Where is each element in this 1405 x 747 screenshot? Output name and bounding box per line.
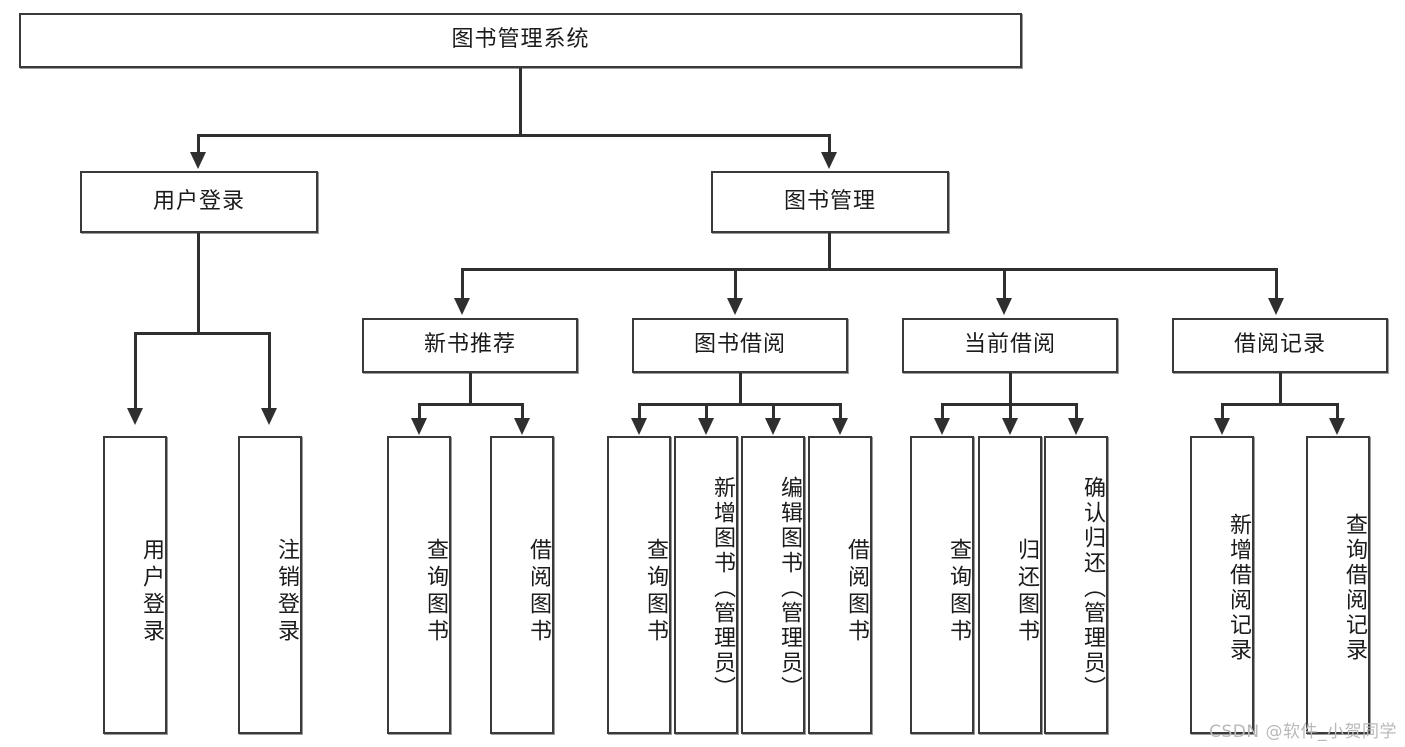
arrowhead-book-borrow-leaf-1 [698, 418, 714, 435]
node-label: 新书推荐 [423, 332, 516, 358]
edge-borrow-record-bus [1221, 403, 1339, 406]
arrowhead-book-borrow-leaf-2 [765, 418, 781, 435]
node-label: 借阅记录 [1233, 332, 1326, 358]
node-new-book-recommend[interactable]: 新书推荐 [362, 318, 578, 373]
node-label: 新增图书（管理员） [710, 475, 735, 701]
leaf-user-login-logout[interactable]: 注销登录 [238, 436, 302, 734]
arrowhead-book-borrow-leaf-3 [832, 418, 848, 435]
arrowhead-user-login-leaf-1 [261, 408, 277, 425]
edge-root-to-user-login [197, 134, 200, 156]
leaf-book-borrow-edit-book-admin[interactable]: 编辑图书（管理员） [741, 436, 805, 734]
edge-book-borrow-leaf-1 [705, 403, 708, 421]
edge-root-bus [197, 134, 831, 137]
edge-book-borrow-leaf-3 [839, 403, 842, 421]
edge-borrow-record-leaf-0 [1221, 403, 1224, 421]
arrowhead-current-borrow-leaf-1 [1002, 418, 1018, 435]
edge-book-borrow-leaf-2 [772, 403, 775, 421]
node-label: 注销登录 [274, 538, 299, 646]
leaf-book-borrow-query-book[interactable]: 查询图书 [607, 436, 671, 734]
arrowhead-borrow-record-leaf-1 [1329, 418, 1345, 435]
edge-current-borrow-leaf-2 [1075, 403, 1078, 421]
csdn-watermark: CSDN @软件_小贺同学 [1209, 722, 1397, 742]
edge-new-book-stem [469, 373, 472, 405]
leaf-book-borrow-borrow-book[interactable]: 借阅图书 [808, 436, 872, 734]
arrowhead-current-borrow-leaf-2 [1068, 418, 1084, 435]
node-label: 查询图书 [946, 538, 971, 646]
node-label: 归还图书 [1014, 538, 1039, 646]
edge-user-login-bus [134, 332, 271, 335]
node-current-borrow[interactable]: 当前借阅 [902, 318, 1118, 373]
node-borrow-record[interactable]: 借阅记录 [1172, 318, 1388, 373]
edge-user-login-to-leaf-1 [268, 332, 271, 412]
node-label: 图书管理 [783, 188, 876, 214]
leaf-current-borrow-return-book[interactable]: 归还图书 [978, 436, 1042, 734]
leaf-current-borrow-confirm-return-admin[interactable]: 确认归还（管理员） [1044, 436, 1108, 734]
node-book-borrow[interactable]: 图书借阅 [632, 318, 848, 373]
edge-book-management-bus [461, 268, 1278, 271]
edge-user-login-stem [197, 233, 200, 335]
arrowhead-new-book-recommend [454, 298, 470, 315]
node-root-library-management-system[interactable]: 图书管理系统 [19, 13, 1022, 68]
arrowhead-borrow-record [1268, 298, 1284, 315]
node-label: 查询借阅记录 [1342, 513, 1367, 663]
arrowhead-book-borrow [727, 298, 743, 315]
arrowhead-new-book-leaf-0 [411, 418, 427, 435]
edge-root-stem [519, 68, 522, 136]
leaf-current-borrow-query-book[interactable]: 查询图书 [910, 436, 974, 734]
node-book-management[interactable]: 图书管理 [711, 171, 949, 233]
node-label: 用户登录 [152, 188, 245, 214]
edge-current-borrow-leaf-0 [941, 403, 944, 421]
leaf-book-borrow-add-book-admin[interactable]: 新增图书（管理员） [674, 436, 738, 734]
node-label: 借阅图书 [526, 538, 551, 646]
node-label: 借阅图书 [844, 538, 869, 646]
edge-bm-to-current-borrow [1003, 268, 1006, 302]
edge-new-book-leaf-0 [418, 403, 421, 421]
arrowhead-new-book-leaf-1 [514, 418, 530, 435]
edge-bm-to-new-book [461, 268, 464, 302]
leaf-new-book-borrow-book[interactable]: 借阅图书 [490, 436, 554, 734]
node-user-login[interactable]: 用户登录 [80, 171, 318, 233]
arrowhead-current-borrow-leaf-0 [934, 418, 950, 435]
node-label: 查询图书 [643, 538, 668, 646]
edge-new-book-bus [418, 403, 524, 406]
edge-borrow-record-stem [1279, 373, 1282, 405]
node-label: 编辑图书（管理员） [777, 475, 802, 701]
leaf-borrow-record-query-record[interactable]: 查询借阅记录 [1306, 436, 1370, 734]
edge-book-management-stem [828, 233, 831, 271]
edge-bm-to-borrow-record [1275, 268, 1278, 302]
edge-current-borrow-stem [1009, 373, 1012, 405]
arrowhead-current-borrow [996, 298, 1012, 315]
leaf-user-login-login[interactable]: 用户登录 [103, 436, 167, 734]
node-label: 确认归还（管理员） [1080, 475, 1105, 701]
edge-bm-to-book-borrow [734, 268, 737, 302]
edge-book-borrow-bus [638, 403, 842, 406]
leaf-new-book-query-book[interactable]: 查询图书 [387, 436, 451, 734]
edge-current-borrow-leaf-1 [1009, 403, 1012, 421]
node-label: 查询图书 [423, 538, 448, 646]
edge-root-to-book-management [828, 134, 831, 156]
arrowhead-user-login-leaf-0 [127, 408, 143, 425]
node-label: 用户登录 [139, 538, 164, 646]
leaf-borrow-record-add-record[interactable]: 新增借阅记录 [1190, 436, 1254, 734]
edge-book-borrow-leaf-0 [638, 403, 641, 421]
edge-new-book-leaf-1 [521, 403, 524, 421]
edge-borrow-record-leaf-1 [1336, 403, 1339, 421]
arrowhead-to-user-login [190, 152, 206, 169]
arrowhead-to-book-management [821, 152, 837, 169]
node-label: 新增借阅记录 [1226, 513, 1251, 663]
node-label: 图书管理系统 [451, 27, 590, 53]
edge-user-login-to-leaf-0 [134, 332, 137, 412]
node-label: 图书借阅 [693, 332, 786, 358]
edge-book-borrow-stem [739, 373, 742, 405]
arrowhead-borrow-record-leaf-0 [1214, 418, 1230, 435]
node-label: 当前借阅 [963, 332, 1056, 358]
arrowhead-book-borrow-leaf-0 [631, 418, 647, 435]
